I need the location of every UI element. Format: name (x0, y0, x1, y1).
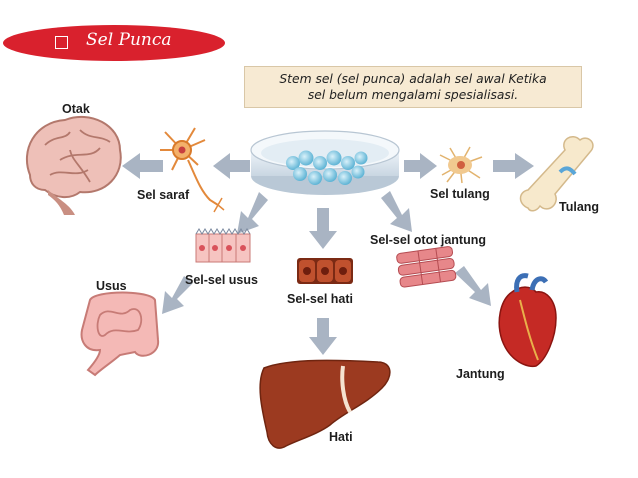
label-hati: Hati (329, 430, 353, 444)
heart-icon (498, 273, 557, 368)
label-sel-otot: Sel-sel otot jantung (370, 233, 486, 247)
bone-icon (519, 136, 594, 212)
arrow-to-heart (455, 266, 491, 306)
arrow-to-liver-cells (309, 208, 337, 249)
arrows (122, 153, 534, 355)
intestine-icon (80, 291, 160, 377)
arrow-to-heart-cells (381, 191, 412, 232)
definition-line-1: Stem sel (sel punca) adalah sel awal Ket… (279, 72, 547, 86)
arrow-to-nerve-cell (213, 153, 250, 179)
liver-cells-icon (297, 258, 353, 284)
heart-muscle-cells-icon (396, 246, 457, 288)
label-tulang: Tulang (559, 200, 600, 214)
arrow-to-intestine (162, 276, 193, 314)
label-otak: Otak (62, 102, 90, 116)
neuron-icon (160, 127, 225, 213)
label-sel-tulang: Sel tulang (430, 187, 490, 201)
label-usus: Usus (96, 279, 127, 293)
arrow-to-bone-cell (404, 153, 437, 179)
definition-line-2: sel belum mengalami spesialisasi. (307, 88, 519, 102)
label-sel-hati: Sel-sel hati (287, 292, 353, 306)
brain-icon (25, 115, 122, 215)
definition-callout: Stem sel (sel punca) adalah sel awal Ket… (244, 66, 582, 108)
arrow-to-brain (122, 153, 163, 179)
checkbox-bullet-icon (55, 36, 68, 49)
label-jantung: Jantung (456, 367, 505, 381)
label-sel-usus: Sel-sel usus (185, 273, 258, 287)
arrow-to-liver (309, 318, 337, 355)
arrow-to-bone (493, 153, 534, 179)
arrow-to-intestine-cells (237, 192, 268, 234)
label-sel-saraf: Sel saraf (137, 188, 190, 202)
page-title: Sel Punca (86, 30, 172, 50)
liver-icon (259, 359, 391, 449)
stem-cells (286, 150, 368, 185)
intestine-cells-icon (195, 228, 251, 263)
title-banner (3, 25, 225, 61)
petri-dish-icon (250, 130, 400, 195)
bone-cell-icon (439, 146, 483, 184)
